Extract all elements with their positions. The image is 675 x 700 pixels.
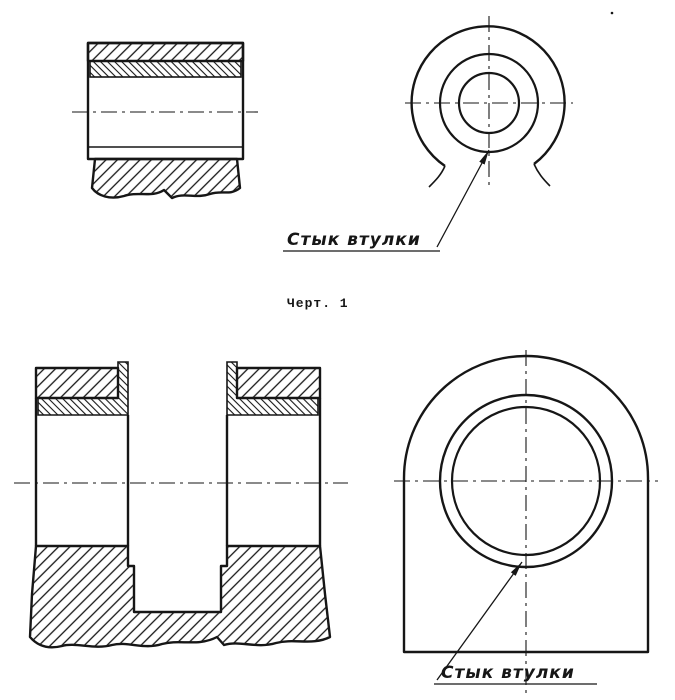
rod-break-section: [90, 157, 242, 200]
small-lug-section-view: [72, 41, 258, 200]
break-flare-right: [533, 163, 551, 187]
fork-section-view: [14, 361, 348, 649]
callout-top: Стык втулки: [283, 149, 490, 252]
leader-line: [436, 149, 490, 248]
bushing-section-left: [37, 361, 129, 416]
callout-bottom: Стык втулки: [434, 561, 597, 685]
callout-label-bottom: Стык втулки: [441, 663, 575, 683]
lug-wall-section: [86, 41, 245, 63]
fork-flange-right: [235, 366, 322, 400]
speck-dot: [610, 11, 614, 15]
callout-label-top: Стык втулки: [287, 230, 421, 250]
figure-caption: Черт. 1: [287, 296, 349, 311]
leader-line: [436, 561, 523, 681]
bushing-section-upper: [89, 60, 242, 78]
fork-base-section: [28, 544, 332, 649]
bushing-section-right: [226, 361, 319, 416]
break-flare-left: [428, 165, 446, 188]
small-lug-end-view: [405, 11, 614, 188]
fork-end-view: [394, 350, 658, 693]
lug-outer-circle: [410, 25, 566, 167]
fork-flange-left: [34, 366, 120, 400]
fork-housing-outline: [402, 354, 650, 654]
